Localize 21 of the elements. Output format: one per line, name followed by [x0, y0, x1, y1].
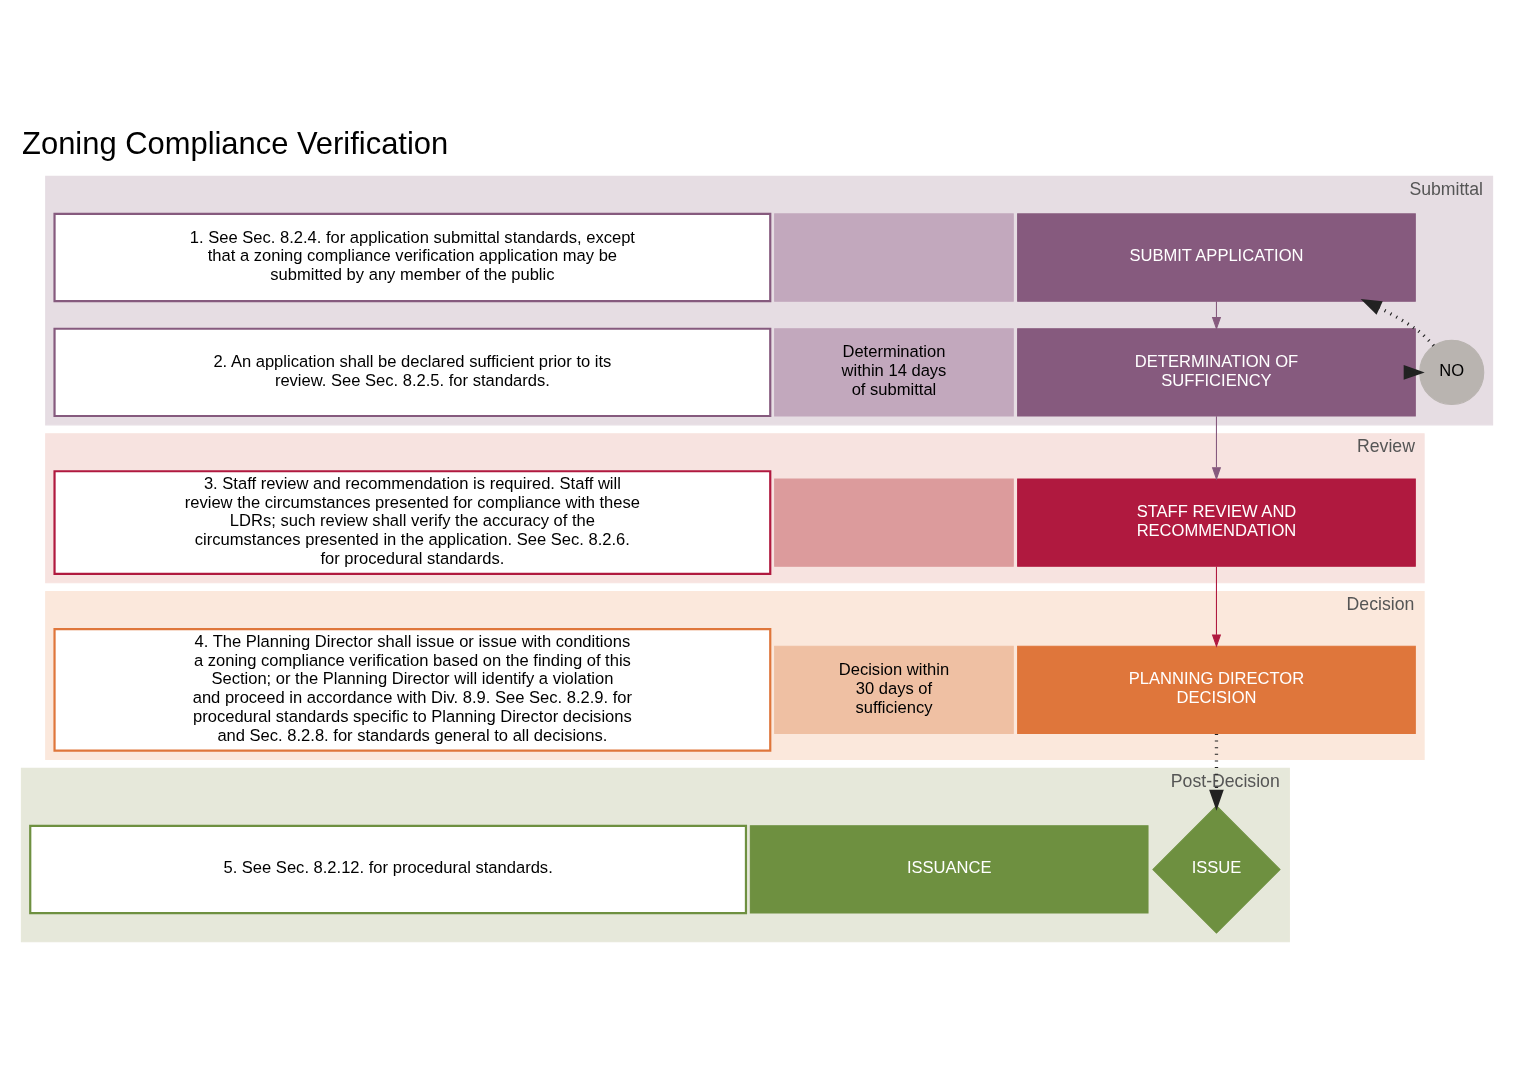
- node-box: 5. See Sec. 8.2.12. for procedural standards.: [29, 824, 748, 915]
- node-box: Determination within 14 days of submittal: [774, 328, 1014, 417]
- node-box: 3. Staff review and recommendation is required. Staff will review the circumstances presented for compliance with these LDRs; such review shall verify the accuracy of the circumstances presented in the application. See Sec. 8.2.6. for procedural standards.: [53, 470, 772, 576]
- node-box: 2. An application shall be declared sufficient prior to its review. See Sec. 8.2.5. for standards.: [53, 327, 772, 418]
- arrow: [1211, 566, 1222, 648]
- arrow: [1209, 733, 1224, 811]
- node-circle: NO: [1419, 339, 1485, 405]
- node-box: ISSUANCE: [749, 825, 1149, 914]
- arrow: [1360, 299, 1435, 347]
- node-diamond: ISSUE: [1152, 805, 1281, 934]
- arrow: [1211, 415, 1222, 481]
- node-box: Decision within 30 days of sufficiency: [774, 645, 1014, 735]
- node-box: 4. The Planning Director shall issue or issue with conditions a zoning compliance verification based on the finding of this Section; or the Planning Director will identify a violation and proceed in accordance with Div. 8.9. See Sec. 8.2.9. for procedural standards specific to Planning Director decisions and Sec. 8.2.8. for standards general to all decisions.: [53, 628, 772, 752]
- node-box: 1. See Sec. 8.2.4. for application submittal standards, except that a zoning compliance verification application may be submitted by any member of the public: [53, 212, 772, 303]
- node-box: PLANNING DIRECTOR DECISION: [1017, 645, 1416, 735]
- diagram-title: Zoning Compliance Verification: [22, 125, 449, 161]
- arrow: [1403, 365, 1425, 380]
- node-box: STAFF REVIEW AND RECOMMENDATION: [1017, 478, 1416, 567]
- node-box: SUBMIT APPLICATION: [1017, 213, 1416, 302]
- node-box: [774, 478, 1014, 567]
- node-box: [774, 213, 1014, 302]
